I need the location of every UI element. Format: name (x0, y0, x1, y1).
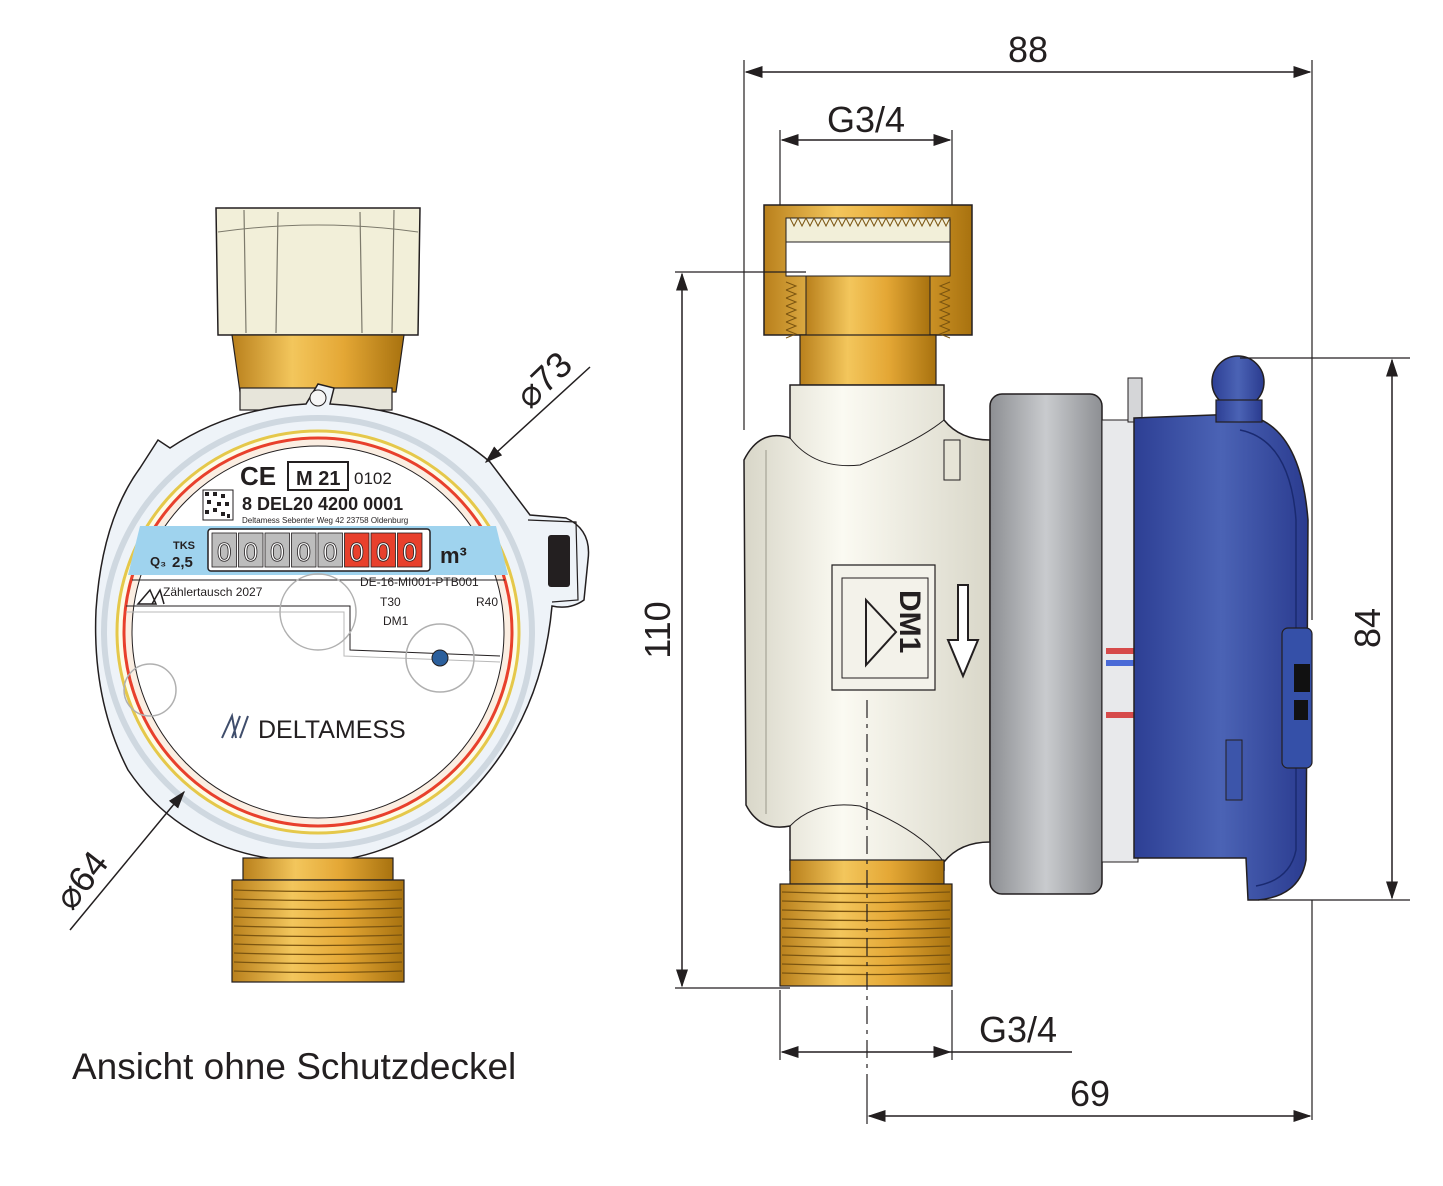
top-nut (215, 207, 421, 336)
datamatrix-code (202, 489, 234, 521)
dim-g34-top-label: G3/4 (827, 99, 905, 140)
bottom-thread-front (231, 857, 405, 983)
flow-marking-text: DM1 (893, 590, 926, 653)
dimension-lines (676, 66, 1398, 1122)
counter-black-digit: 0 (297, 537, 311, 567)
counter-red-wheel (397, 532, 423, 568)
q3-value: 2,5 (172, 554, 193, 571)
counter-black-wheel (211, 532, 237, 568)
meter-housing (94, 383, 590, 863)
meter-body: DM1 (743, 384, 991, 871)
counter-red-wheel (344, 532, 370, 568)
dim-g34-bottom-label: G3/4 (979, 1009, 1057, 1050)
diameter-64-label: ⌀64 (46, 843, 116, 917)
extension-lines (675, 60, 1410, 1124)
dim-110-label: 110 (637, 601, 678, 658)
counter-black-digit: 0 (270, 537, 284, 567)
metrology-mark: M 21 (296, 468, 340, 490)
ratio-class: R40 (476, 595, 498, 609)
manufacturer-address: Deltamess Sebenter Weg 42 23758 Oldenbur… (242, 516, 408, 525)
type-code: TKS (173, 540, 195, 552)
model-code: DM1 (383, 614, 409, 628)
counter-black-wheel (291, 532, 317, 568)
blue-cover (1133, 355, 1313, 901)
ce-mark: CE (240, 461, 276, 491)
diameter-73-label: ⌀73 (507, 343, 580, 415)
brand-logo-text: DELTAMESS (258, 716, 406, 744)
dim-84-label: 84 (1347, 608, 1388, 648)
exchange-note: Zählertausch 2027 (163, 585, 263, 599)
dimension-diameter-64: ⌀64 (46, 790, 185, 931)
serial-number: 8 DEL20 4200 0001 (242, 494, 403, 514)
dim-69-label: 69 (1070, 1073, 1110, 1114)
dimension-diameter-73: ⌀73 (484, 343, 591, 464)
temperature-class: T30 (380, 595, 401, 609)
counter-black-wheel (317, 532, 343, 568)
counter-black-wheel (238, 532, 264, 568)
dim-88-label: 88 (1008, 29, 1048, 70)
counter-black-digit: 0 (323, 537, 337, 567)
top-brass-spigot (799, 334, 937, 386)
approval-number: DE-16-MI001-PTB001 (360, 575, 479, 589)
unit-label: m³ (440, 543, 467, 568)
counter-red-digit: 0 (350, 537, 364, 567)
bottom-thread-side (779, 859, 953, 987)
counter-black-digit: 0 (217, 537, 231, 567)
q3-label: Q₃ (150, 554, 166, 569)
brass-neck (231, 334, 405, 393)
top-union-nut-section (763, 204, 973, 339)
counter-red-digit: 0 (376, 537, 390, 567)
counter-red-wheel (370, 532, 396, 568)
counter-red-digit: 0 (403, 537, 417, 567)
side-view: DM1 (637, 29, 1410, 1124)
register-gap (1101, 377, 1143, 863)
grey-ring (989, 393, 1103, 895)
counter-black-digit: 0 (244, 537, 258, 567)
view-caption: Ansicht ohne Schutzdeckel (72, 1046, 517, 1087)
counter-black-wheel (264, 532, 290, 568)
notified-body-number: 0102 (354, 469, 392, 488)
